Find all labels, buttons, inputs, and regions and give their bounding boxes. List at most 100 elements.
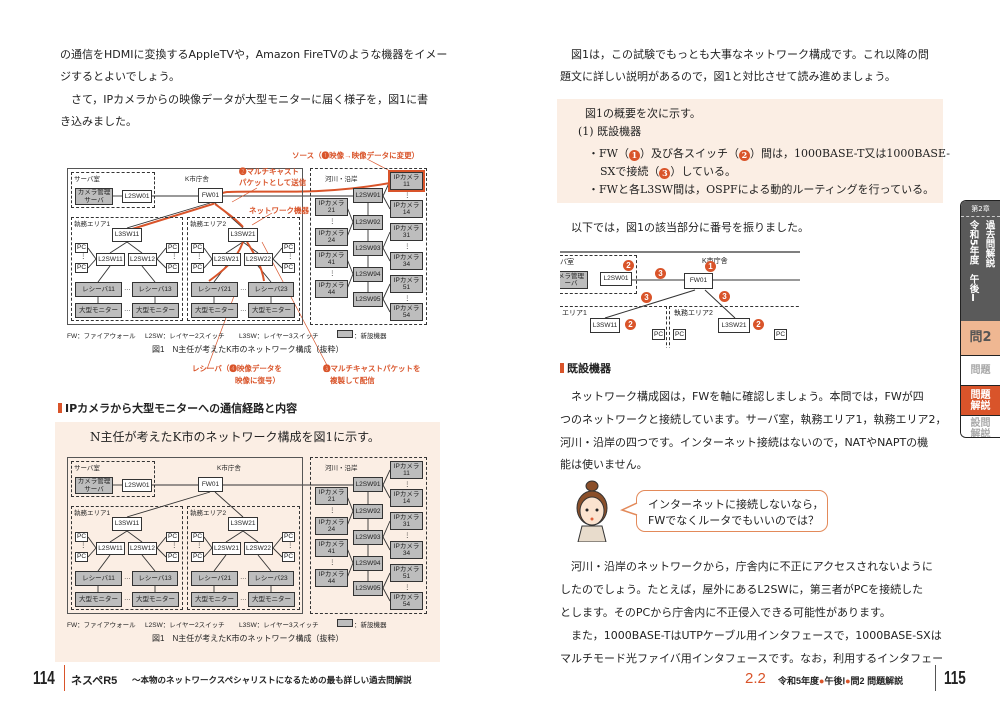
network-link (272, 247, 283, 260)
network-link (382, 484, 391, 499)
camera-label: IPカメラ (318, 229, 345, 237)
network-link (242, 530, 259, 543)
network-link (382, 298, 391, 313)
number-badge-2: 2 (623, 260, 634, 271)
network-link (109, 241, 128, 254)
chapter-title: 過去問解説 (983, 220, 995, 268)
quote-bullet: ・FWと各L3SW間は，OSPFによる動的ルーティングを行っている。 (588, 183, 935, 196)
legend-new: ：新設機器 (354, 622, 387, 629)
camera-number: 44 (327, 289, 336, 296)
large-monitor-node: 大型モニター (132, 592, 179, 607)
office-area-2 (187, 217, 300, 321)
l2sw91-node: L2SW91 (353, 477, 383, 492)
legend-new: ：新設機器 (354, 333, 387, 340)
section-title: 令和5年度●午後Ⅰ●問2 問題解説 (778, 674, 903, 687)
l2sw22-node: L2SW22 (244, 253, 273, 266)
l2sw95-node: L2SW95 (353, 581, 383, 596)
large-monitor-node: 大型モニター (75, 303, 122, 318)
network-link (382, 536, 391, 551)
camera-number: 54 (402, 601, 411, 608)
annotation-multicast-send: パケットとして送信 (239, 178, 307, 187)
camera-label: IPカメラ (318, 281, 345, 289)
area-label: 執務エリア1 (74, 221, 111, 228)
vdots: ⋮ (287, 542, 294, 549)
office-area-2 (187, 506, 300, 610)
data-flow-arrow (366, 158, 393, 173)
network-link (126, 202, 211, 229)
pc-node: PC (191, 552, 204, 562)
camera-server-node: カメラ管理 サーバ (75, 477, 113, 494)
camera-server-node: メラ管理 ーバ (560, 271, 588, 289)
network-link (109, 530, 128, 543)
building-label: K市庁舎 (702, 258, 728, 265)
vdots: ⋮ (80, 542, 87, 549)
l2sw91-node: L2SW91 (353, 188, 383, 203)
large-monitor-node: 大型モニター (191, 592, 238, 607)
network-link (382, 587, 391, 602)
text: ）している。 (670, 165, 737, 178)
annotation-receiver: 映像に復号） (235, 376, 280, 385)
receiver-node: レシーバ13 (132, 282, 178, 297)
k-city-hall-building (67, 168, 303, 325)
hdots: … (124, 574, 131, 581)
chapter-tab[interactable]: 第2章 過去問解説 令和5年度 午後Ⅰ (961, 201, 1000, 321)
quote-bullet-cont: SXで接続（3）している。 (600, 163, 736, 179)
vdots: ⋮ (404, 584, 411, 591)
office-area-1 (71, 217, 183, 321)
network-link (346, 547, 354, 564)
river-coast-area (310, 457, 427, 614)
pc-node: PC (166, 263, 179, 273)
camera-label: IPカメラ (393, 490, 420, 498)
section-heading: 既設機器 (560, 360, 611, 376)
vdots: ⋮ (171, 253, 178, 260)
page-number-right: 115 (944, 668, 966, 688)
camera-label: IPカメラ (318, 518, 345, 526)
network-link (126, 530, 143, 543)
sub-explanation-tab[interactable]: 設問解説 (961, 415, 1000, 437)
network-link (346, 510, 354, 527)
camera-number: 11 (403, 181, 410, 188)
network-link (203, 536, 213, 549)
text-line: き込みました。 (60, 115, 137, 128)
camera-number: 21 (327, 496, 336, 503)
large-monitor-node: 大型モニター (75, 592, 122, 607)
network-link (97, 554, 111, 572)
network-link (382, 283, 391, 300)
text: 午後Ⅰ (824, 676, 846, 686)
number-badge-3: 3 (655, 268, 666, 279)
network-link (272, 258, 283, 269)
year-label: 令和5年度 (967, 220, 979, 265)
new-equipment-swatch (337, 619, 353, 627)
hdots: … (240, 574, 247, 581)
l3sw11-node: L3SW11 (112, 517, 142, 531)
l2sw12-node: L2SW12 (128, 253, 157, 266)
area2 (669, 306, 800, 348)
problem-tab[interactable]: 問題 (961, 355, 1000, 385)
l3sw21-node: L3SW21 (718, 318, 750, 333)
vdots: ⋮ (196, 253, 203, 260)
quote-bullet: ・FW（1）及び各スイッチ（2）間は，1000BASE-T又は1000BASE- (588, 145, 950, 161)
number-badge-1: 1 (705, 261, 716, 272)
network-link (126, 491, 211, 518)
question-tab[interactable]: 問2 (961, 321, 1000, 355)
l3sw11-node: L3SW11 (112, 228, 142, 242)
camera-number: 14 (402, 498, 411, 505)
camera-number: 14 (402, 209, 411, 216)
character-avatar (570, 480, 614, 543)
receiver-node: レシーバ21 (191, 571, 238, 586)
legend-l2sw: L2SW：レイヤー2スイッチ (145, 622, 225, 629)
network-link (346, 562, 354, 579)
explanation-tab[interactable]: 問題解説 (961, 385, 1000, 415)
area-label: サーバ室 (74, 176, 100, 183)
vdots: ⋮ (287, 253, 294, 260)
pc-node: PC (282, 263, 295, 273)
l2sw94-node: L2SW94 (353, 556, 383, 571)
camera-label: IPカメラ (393, 253, 420, 261)
